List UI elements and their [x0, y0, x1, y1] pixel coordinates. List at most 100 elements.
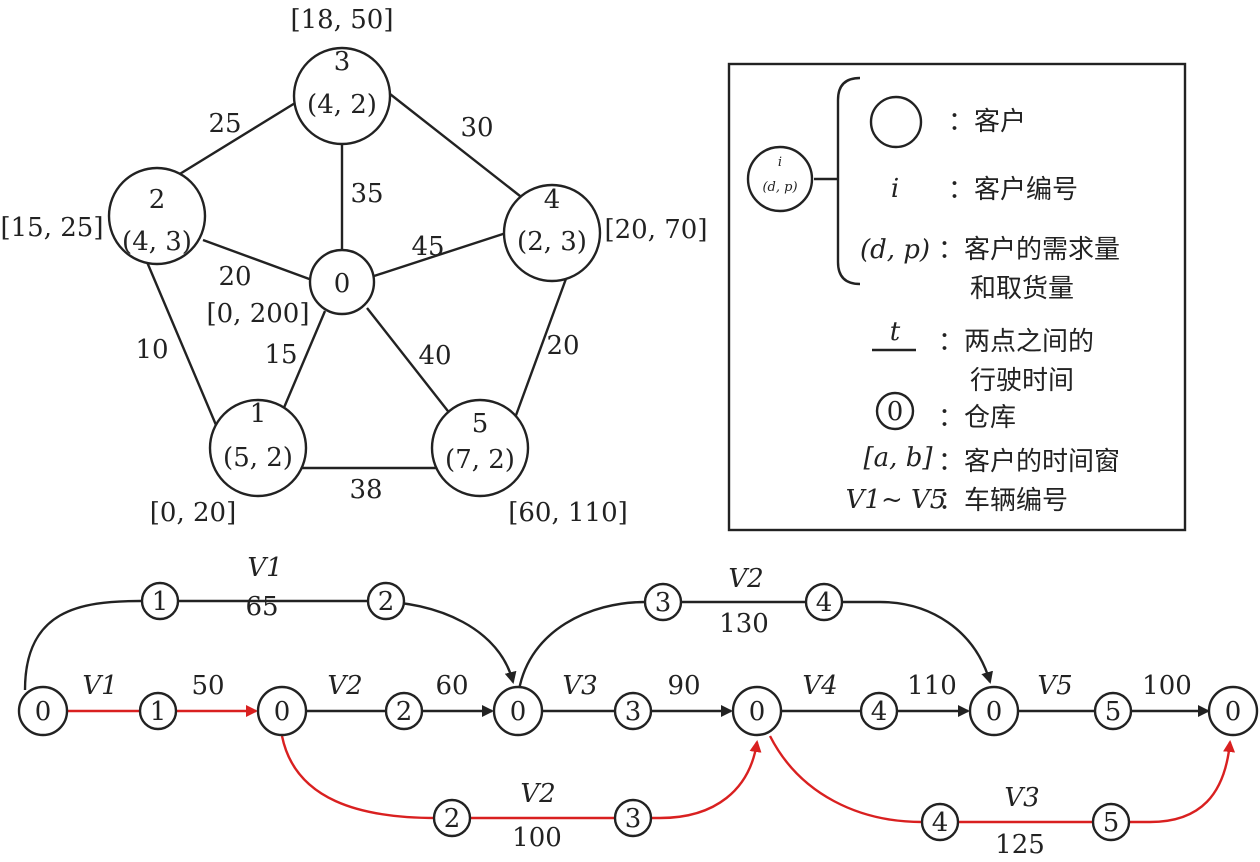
route-arc-v1-vehicle: V1: [247, 553, 282, 583]
route-node-depot: 0: [968, 685, 1020, 737]
svg-text:5: 5: [472, 409, 489, 439]
svg-text:4: 4: [932, 808, 949, 838]
legend-customer-icon: [869, 95, 923, 149]
route-arc-v3-bottom: [768, 735, 1236, 824]
time-window-3: [18, 50]: [291, 5, 394, 35]
svg-text:i: i: [778, 155, 782, 170]
route-arc-v1-time: 65: [245, 592, 278, 622]
svg-text:1: 1: [250, 399, 267, 429]
edge-2-1: [145, 261, 218, 426]
svg-text:5: 5: [1105, 697, 1122, 727]
route-node-depot: 0: [492, 685, 544, 737]
route-time-label: 60: [435, 671, 468, 701]
svg-text:4: 4: [871, 697, 888, 727]
svg-text:1: 1: [152, 587, 169, 617]
time-window-5: [60, 110]: [508, 498, 628, 528]
svg-text:(4, 2): (4, 2): [307, 90, 377, 120]
legend-ab-symbol: [a, b]: [864, 443, 934, 473]
legend-vehicle-symbol: V1~ V5: [846, 485, 947, 515]
route-arc-v2-bottom-vehicle: V2: [520, 779, 555, 809]
edge-time-0-5: 40: [418, 341, 451, 371]
route-time-label: 90: [667, 671, 700, 701]
edge-0-4: [373, 231, 507, 278]
edge-time-3-0: 35: [350, 179, 383, 209]
svg-text:0: 0: [334, 269, 351, 299]
route-vehicle-label: V4: [802, 671, 837, 701]
route-time-label: 110: [907, 671, 957, 701]
svg-text:4: 4: [816, 588, 833, 618]
svg-text:(4, 3): (4, 3): [122, 227, 192, 257]
legend-dp-symbol: (d, p): [860, 235, 930, 265]
svg-text:4: 4: [544, 185, 561, 215]
graph-node-3: 3 (4, 2): [292, 46, 392, 146]
legend-sample-node: i (d, p): [746, 145, 814, 213]
network-graph: 25 30 35 20 45 10 15 40 20 38 3 (4, 2) 2…: [1, 5, 708, 528]
route-arc-v2-top-node: 3: [643, 582, 683, 622]
time-window-2: [15, 25]: [1, 213, 104, 243]
edge-3-4: [389, 93, 521, 197]
graph-node-5: 5 (7, 2): [430, 398, 530, 498]
edge-time-1-5: 38: [349, 475, 382, 505]
legend-depot-icon: [875, 391, 915, 431]
graph-node-0-depot: 0: [308, 248, 376, 316]
legend-i-symbol: i: [891, 174, 899, 204]
svg-text:(5, 2): (5, 2): [223, 443, 293, 473]
route-arc-v3-bottom-node: 4: [920, 802, 960, 842]
edge-time-2-3: 25: [208, 109, 241, 139]
time-window-0: [0, 200]: [207, 299, 310, 329]
edge-0-1: [281, 310, 327, 411]
svg-text:2: 2: [378, 587, 395, 617]
edge-time-0-1: 15: [264, 340, 297, 370]
svg-text:0: 0: [749, 697, 766, 727]
legend-dp-text-1: ：客户的需求量: [938, 235, 1120, 265]
legend-dp-text-2: 和取货量: [970, 274, 1074, 304]
route-node-depot: 0: [256, 685, 308, 737]
route-arc-v2-top-vehicle: V2: [728, 564, 763, 594]
route-arc-v1-node: 2: [366, 581, 406, 621]
edge-time-4-5: 20: [546, 331, 579, 361]
legend-box: i (d, p) ：客户 i ：客户编号 (d, p) ：客户的需求量 和取货量…: [727, 62, 1187, 532]
route-time-label: 50: [191, 671, 224, 701]
route-diagram: 0 1 0 2 0 3 0 4: [17, 553, 1259, 860]
route-arc-v2-bottom-time: 100: [512, 823, 562, 853]
svg-text:2: 2: [396, 697, 413, 727]
edge-time-2-1: 10: [135, 335, 168, 365]
legend-depot-symbol: 0: [887, 397, 904, 427]
edge-time-0-4: 45: [411, 232, 444, 262]
route-arc-v2-top-node: 4: [804, 582, 844, 622]
route-arc-v2-bottom-node: 3: [613, 798, 653, 838]
time-window-1: [0, 20]: [150, 498, 236, 528]
route-arc-v3-bottom-node: 5: [1091, 802, 1131, 842]
legend-t-text-2: 行驶时间: [970, 366, 1074, 396]
graph-node-4: 4 (2, 3): [502, 183, 602, 283]
legend-t-text-1: ：两点之间的: [938, 327, 1094, 357]
route-node-customer: 5: [1093, 691, 1133, 731]
route-vehicle-label: V2: [327, 671, 362, 701]
svg-text:0: 0: [1225, 697, 1242, 727]
route-arc-v1: [23, 599, 517, 691]
route-vehicle-label: V5: [1037, 671, 1072, 701]
graph-node-1: 1 (5, 2): [208, 398, 308, 498]
svg-text:3: 3: [625, 804, 642, 834]
svg-text:2: 2: [149, 185, 166, 215]
route-arc-v3-bottom-time: 125: [995, 830, 1045, 860]
route-arc-v3-bottom-vehicle: V3: [1004, 783, 1039, 813]
svg-text:0: 0: [986, 697, 1003, 727]
route-arc-v2-top-time: 130: [719, 609, 769, 639]
route-node-depot: 0: [731, 685, 783, 737]
edge-0-5: [366, 307, 452, 416]
time-window-4: [20, 70]: [605, 215, 708, 245]
route-node-customer: 1: [138, 691, 178, 731]
route-arc-v1-node: 1: [140, 581, 180, 621]
route-arc-v2-bottom-node: 2: [432, 798, 472, 838]
svg-text:2: 2: [444, 804, 461, 834]
legend-depot-text: ：仓库: [938, 403, 1016, 433]
route-node-depot: 0: [17, 685, 69, 737]
svg-text:3: 3: [625, 697, 642, 727]
legend-vehicle-text: ：车辆编号: [938, 486, 1068, 516]
legend-ab-text: ：客户的时间窗: [938, 447, 1120, 477]
edge-2-0: [202, 238, 313, 282]
edge-4-5: [513, 275, 569, 419]
svg-text:0: 0: [510, 697, 527, 727]
svg-text:5: 5: [1103, 808, 1120, 838]
